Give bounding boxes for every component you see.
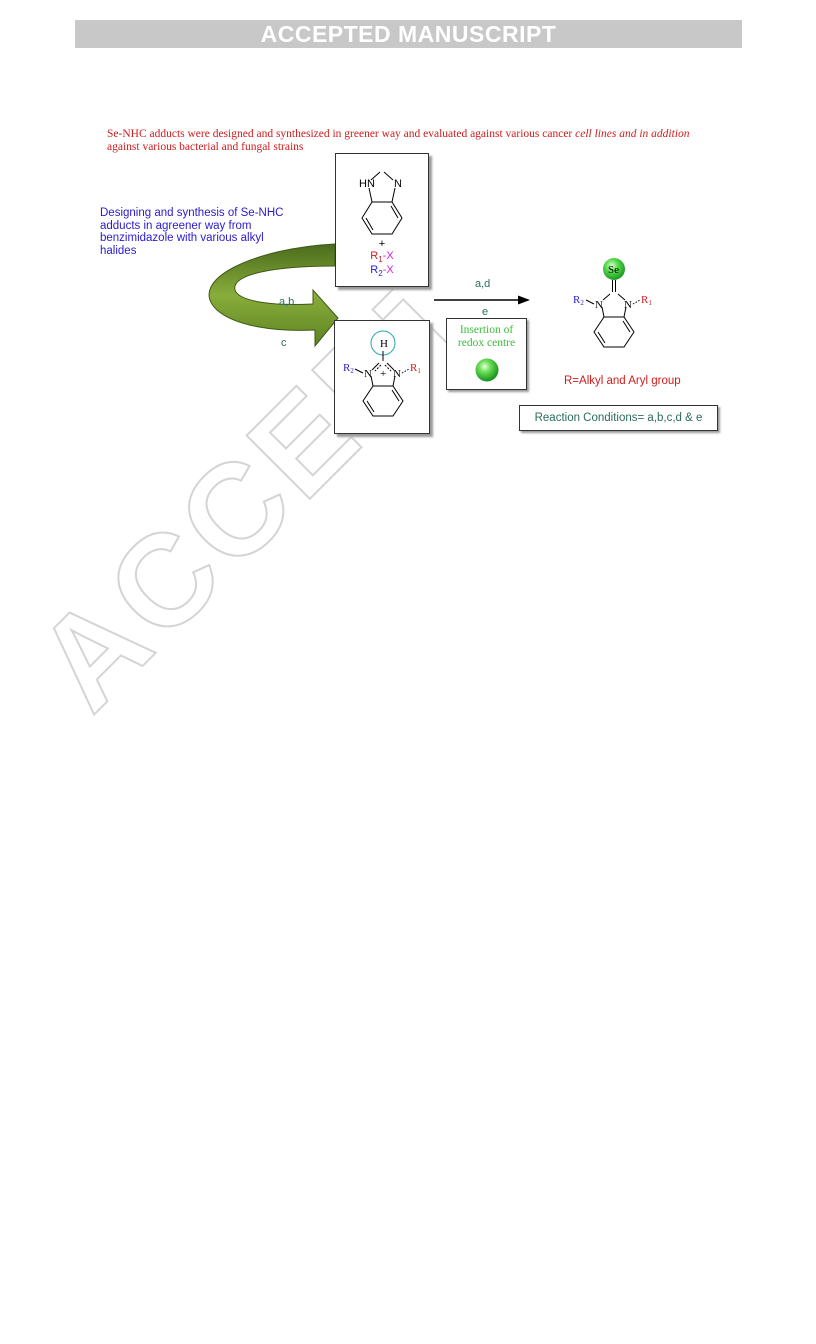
atom-se: Se	[608, 264, 619, 276]
atom-h: H	[380, 338, 388, 350]
substituent-r1: R1	[410, 362, 421, 375]
benzimidazolium-structure: H + N N R2 R1	[343, 330, 421, 417]
atom-hn: HN	[359, 178, 375, 190]
plus-sign: +	[378, 238, 386, 250]
atom-n-left: N	[364, 368, 372, 380]
atom-n: N	[394, 178, 402, 190]
graphical-abstract-summary: Se-NHC adducts were designed and synthes…	[107, 128, 757, 154]
benzimidazole-structure: HN N	[359, 171, 403, 235]
reagent-r2x: R2-X	[370, 264, 394, 279]
reaction-conditions-box: Reaction Conditions= a,b,c,d & e	[519, 405, 718, 431]
step-label-ad: a,d	[475, 278, 491, 290]
product-substituent-r1: R1	[641, 294, 652, 307]
curved-green-arrow	[208, 243, 339, 348]
product-atom-n-left: N	[595, 299, 603, 311]
se-nhc-product-structure: Se N N R2 R1	[573, 258, 652, 348]
step-label-e: e	[482, 306, 489, 318]
synthesis-description: Designing and synthesis of Se-NHC adduct…	[100, 207, 284, 257]
product-substituent-r2: R2	[573, 294, 584, 307]
selenium-sphere-icon	[475, 358, 499, 382]
step-label-c: c	[281, 337, 287, 349]
reaction-arrow	[434, 295, 530, 305]
accepted-manuscript-banner: ACCEPTED MANUSCRIPT	[75, 20, 742, 48]
benzimidazole-box: HN N + R1-X R2-X	[335, 153, 429, 287]
r-group-label: R=Alkyl and Aryl group	[564, 375, 681, 387]
reagent-r1x: R1-X	[370, 250, 394, 265]
step-label-ab: a,b	[279, 296, 295, 308]
charge-plus: +	[380, 368, 386, 380]
substituent-r2: R2	[343, 362, 354, 375]
summary-text-1: Se-NHC adducts were designed and synthes…	[107, 128, 576, 140]
product-atom-n-right: N	[624, 299, 632, 311]
atom-n-right: N	[393, 368, 401, 380]
summary-text-2: against various bacterial and fungal str…	[107, 141, 304, 153]
benzimidazolium-box: H + N N R2 R1	[334, 320, 430, 434]
summary-text-italic: cell lines and in addition	[575, 128, 690, 140]
